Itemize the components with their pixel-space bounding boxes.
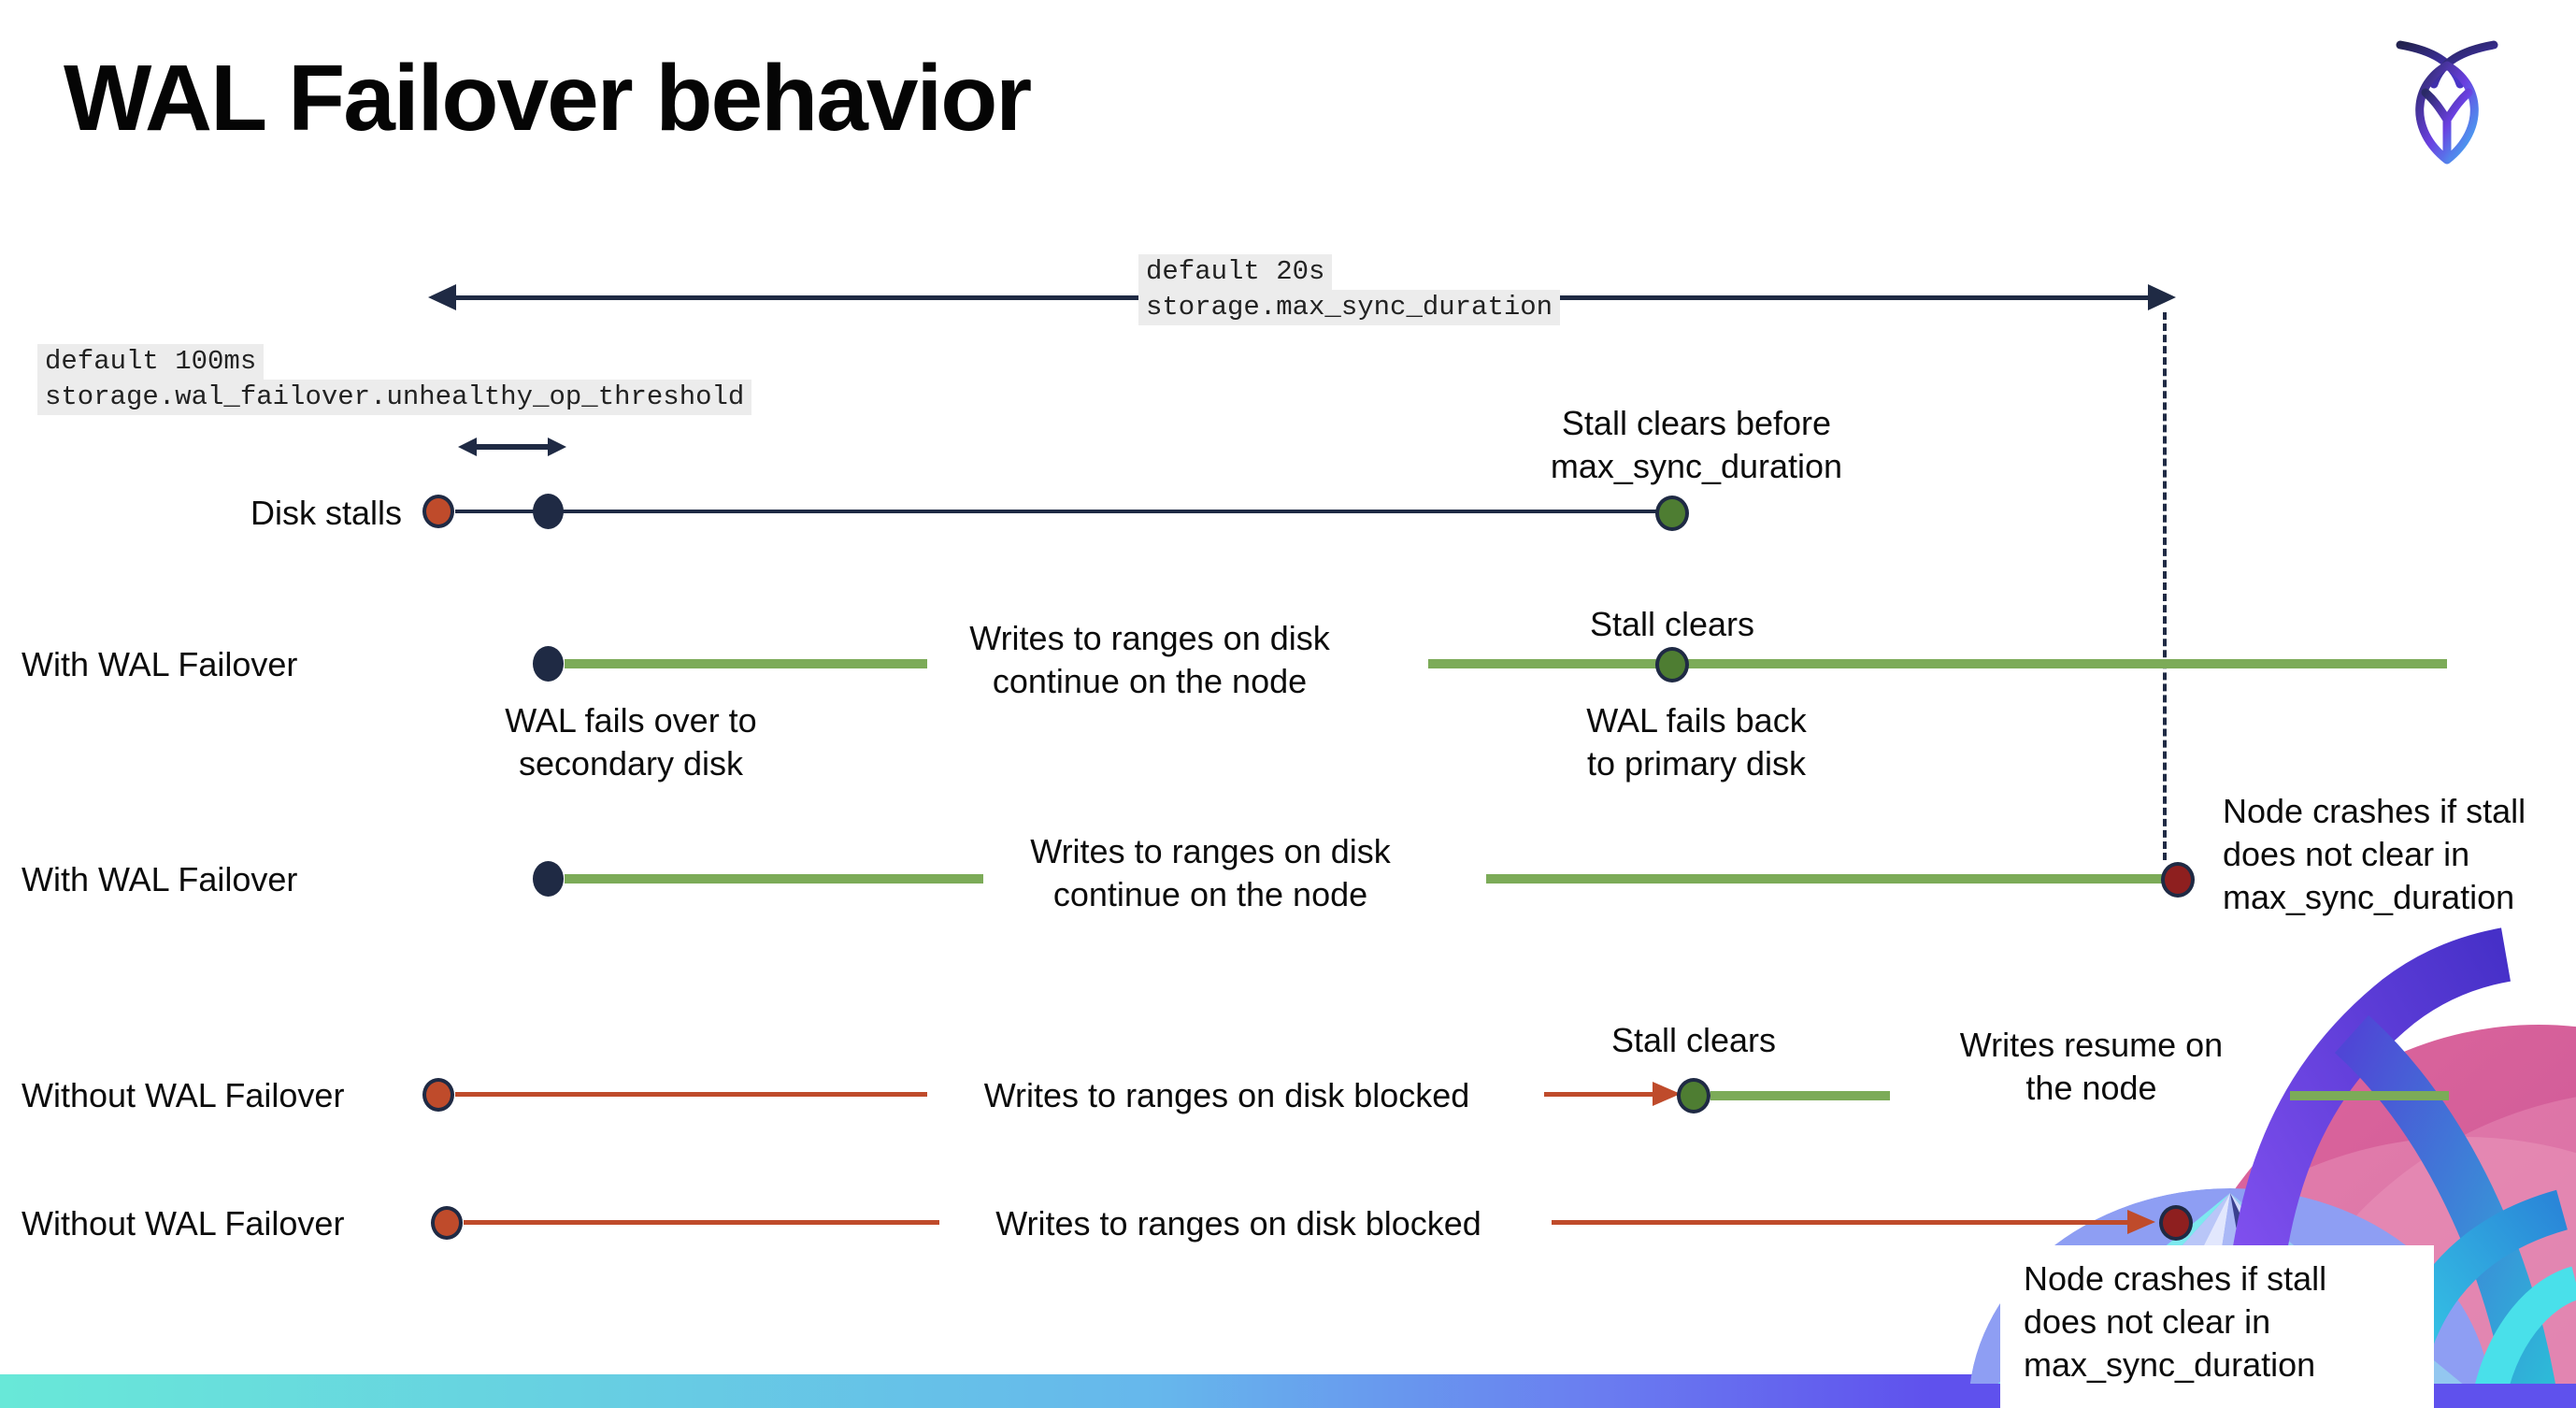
stall-clears-note-row4: Stall clears: [1610, 1021, 1777, 1059]
wal-failover-note: WAL fails over to secondary disk: [505, 701, 757, 783]
cockroachdb-logo-icon: [2396, 40, 2498, 165]
writes-line-row2-a: [565, 659, 927, 668]
row-label-without-failover-2: Without WAL Failover: [21, 1204, 345, 1243]
writes-continue-note-row2: Writes to ranges on disk continue on the…: [969, 619, 1330, 700]
failover-dot-row2: [533, 646, 564, 682]
writes-line-row3-b: [1486, 874, 2165, 884]
crash-dot-row5: [2159, 1205, 2193, 1241]
blocked-arrowhead-row5: [2127, 1210, 2155, 1234]
blocked-arrowhead-row4: [1653, 1082, 1681, 1106]
row-label-without-failover-1: Without WAL Failover: [21, 1076, 345, 1114]
writes-blocked-note-row5: Writes to ranges on disk blocked: [995, 1204, 1481, 1243]
threshold-arrowhead-right: [548, 438, 566, 456]
unhealthy-op-default-value: default 100ms: [37, 344, 265, 380]
unhealthy-op-threshold-label: default 100ms storage.wal_failover.unhea…: [37, 344, 752, 415]
unhealthy-op-setting-name: storage.wal_failover.unhealthy_op_thresh…: [37, 380, 752, 415]
stall-dot-row5: [431, 1206, 463, 1240]
max-sync-duration-label: default 20s storage.max_sync_duration: [1138, 254, 1561, 325]
threshold-reached-dot: [533, 494, 564, 529]
arrowhead-left: [428, 284, 456, 310]
stall-clears-dot-row2: [1655, 647, 1689, 682]
stall-clears-note-row2: Stall clears: [1589, 605, 1755, 643]
writes-blocked-note-row4: Writes to ranges on disk blocked: [983, 1076, 1470, 1114]
row-label-with-failover-1: With WAL Failover: [21, 645, 298, 683]
max-sync-default-value: default 20s: [1138, 254, 1333, 290]
disk-stall-start-dot: [422, 495, 454, 528]
blocked-line-row5-b: [1552, 1220, 2133, 1225]
threshold-arrowhead-left: [458, 438, 477, 456]
row-label-disk-stalls: Disk stalls: [250, 494, 402, 532]
max-sync-setting-name: storage.max_sync_duration: [1138, 290, 1561, 325]
blocked-line-row5-a: [464, 1220, 939, 1225]
threshold-arrow-line: [475, 444, 550, 450]
row-label-with-failover-2: With WAL Failover: [21, 860, 298, 898]
resume-line-row4-a: [1710, 1091, 1890, 1100]
stall-clears-dot-row1: [1655, 496, 1689, 531]
node-crash-note-row3: Node crashes if stall does not clear in …: [2223, 792, 2526, 916]
stall-dot-row4: [422, 1078, 454, 1112]
crash-dot-row3: [2161, 862, 2195, 898]
page-title: WAL Failover behavior: [64, 46, 1032, 151]
writes-line-row2-b: [1428, 659, 2447, 668]
max-sync-dashed-line: [2163, 312, 2167, 860]
stall-clears-dot-row4: [1677, 1078, 1710, 1113]
blocked-line-row4-b: [1544, 1092, 1658, 1097]
arrowhead-right: [2148, 284, 2176, 310]
writes-continue-note-row3: Writes to ranges on disk continue on the…: [1030, 832, 1391, 913]
wal-failback-note: WAL fails back to primary disk: [1586, 701, 1807, 783]
stall-clears-before-note: Stall clears before max_sync_duration: [1550, 404, 1843, 485]
resume-line-row4-b: [2290, 1091, 2449, 1100]
writes-resume-note: Writes resume on the node: [1959, 1026, 2224, 1107]
blocked-line-row4-a: [455, 1092, 927, 1097]
disk-stall-timeline: [455, 510, 1659, 513]
writes-line-row3-a: [565, 874, 983, 884]
failover-dot-row3: [533, 861, 564, 897]
node-crash-note-row5: Node crashes if stall does not clear in …: [2024, 1259, 2327, 1384]
crash-note-box: [2000, 1245, 2434, 1408]
